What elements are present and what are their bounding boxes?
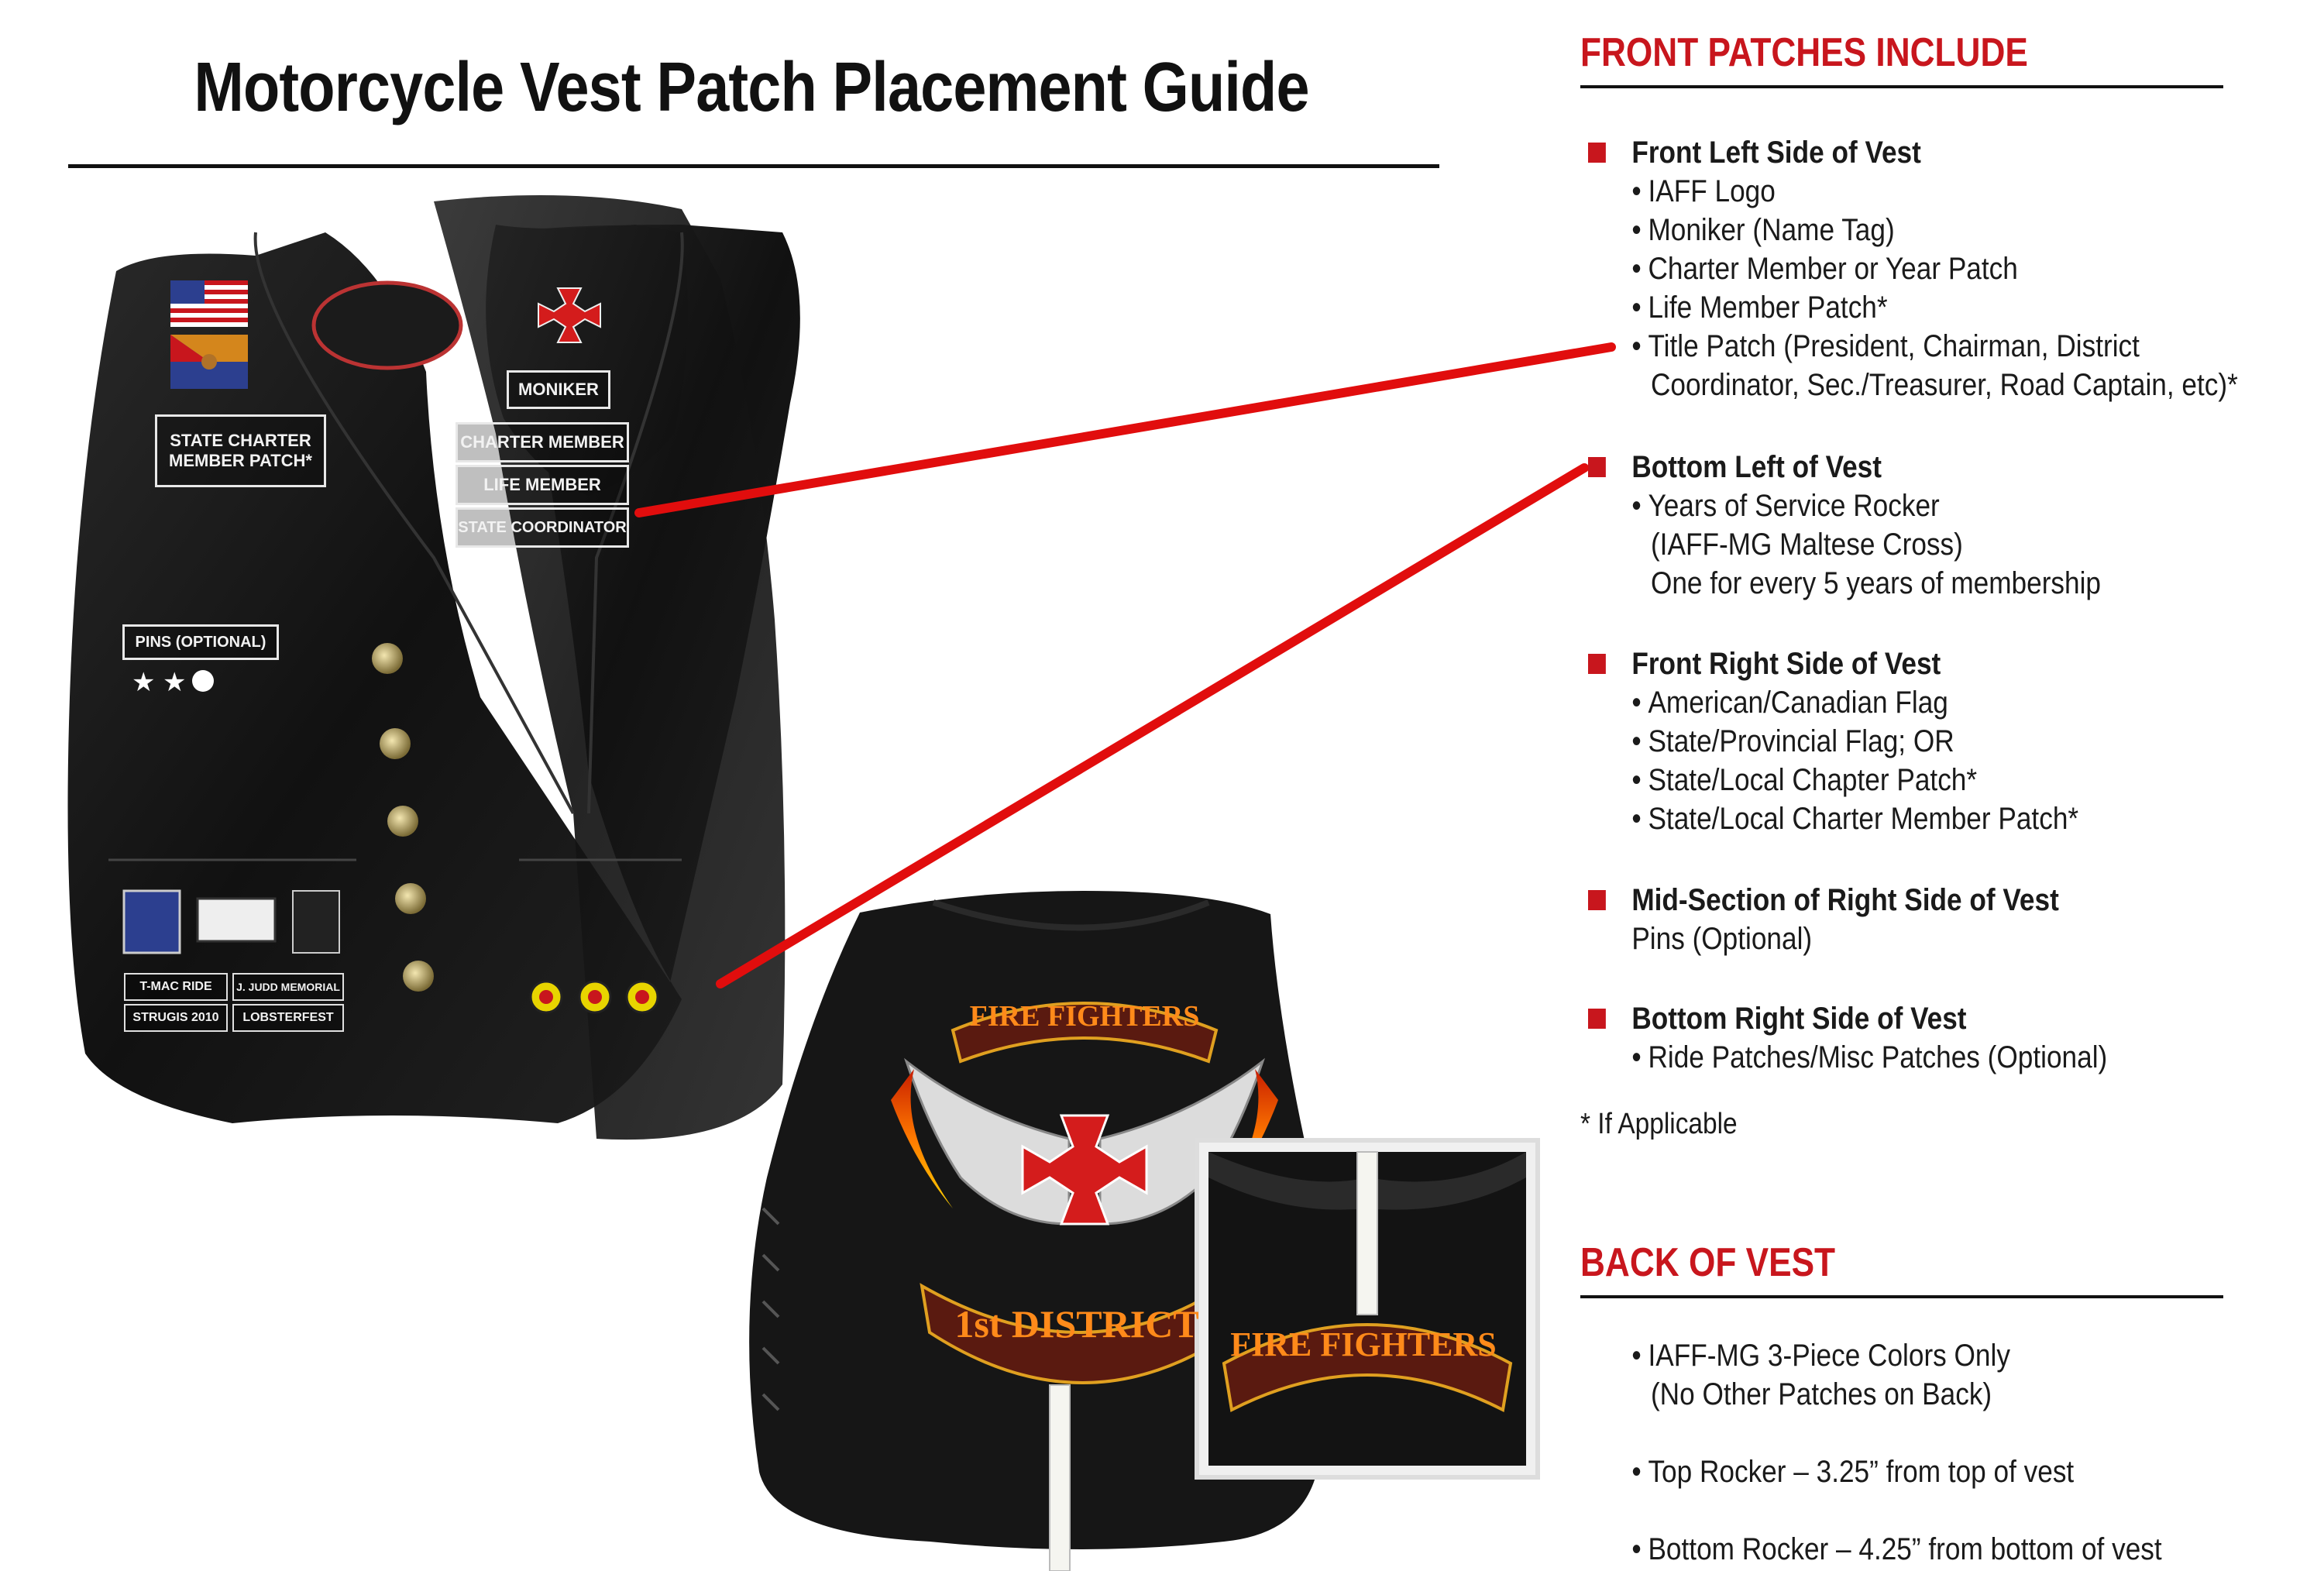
vest-button	[387, 806, 418, 837]
connector-line-bottom-left	[716, 463, 1589, 988]
vest-button	[380, 728, 411, 759]
neck-oval-patch	[311, 280, 463, 370]
state-coordinator-label: STATE COORDINATOR	[456, 507, 629, 548]
flagstaff-patch	[122, 889, 181, 954]
front-left-group: Front Left Side of Vest IAFF Logo Monike…	[1588, 133, 2324, 404]
list-item: Bottom Rocker – 4.25” from bottom of ves…	[1588, 1530, 2161, 1569]
vest-button	[372, 643, 403, 674]
state-flag-icon	[170, 335, 248, 389]
list-item: Top Rocker – 3.25” from top of vest	[1588, 1452, 2162, 1491]
back-vest	[749, 891, 1323, 1571]
pow-patch	[292, 890, 340, 954]
connector-line-title-patch	[634, 342, 1616, 517]
mid-right-group: Mid-Section of Right Side of Vest Pins (…	[1588, 881, 2123, 958]
charter-member-label: CHARTER MEMBER	[456, 422, 629, 462]
list-item: Title Patch (President, Chairman, Distri…	[1588, 327, 2238, 366]
inset-photo	[1195, 1138, 1540, 1480]
back-list: IAFF-MG 3-Piece Colors Only (No Other Pa…	[1588, 1336, 2240, 1569]
ride-patch-label: T-MAC RIDE	[124, 973, 228, 1001]
list-item-continuation: (No Other Patches on Back)	[1650, 1377, 1992, 1411]
list-item-continuation: One for every 5 years of membership	[1650, 566, 2102, 600]
group-heading: Front Left Side of Vest	[1588, 133, 2238, 172]
group-heading: Front Right Side of Vest	[1588, 645, 2078, 683]
list-item: American/Canadian Flag	[1588, 683, 2078, 722]
star-icon: ★	[132, 667, 155, 698]
ride-patch-label: LOBSTERFEST	[232, 1004, 344, 1032]
back-heading-rule	[1580, 1295, 2223, 1298]
state-charter-label: STATE CHARTER MEMBER PATCH*	[155, 414, 326, 487]
list-item: Years of Service Rocker	[1588, 486, 2101, 525]
list-item: State/Local Charter Member Patch*	[1588, 799, 2078, 838]
inset-rocker-text: FIRE FIGHTERS	[1230, 1325, 1497, 1363]
years-of-service-patches	[529, 980, 659, 1014]
group-heading: Bottom Right Side of Vest	[1588, 999, 2107, 1038]
square-bullet-icon	[1588, 654, 1606, 674]
front-vest: ★ ★	[67, 195, 800, 1140]
square-bullet-icon	[1588, 457, 1606, 477]
footnote: * If Applicable	[1580, 1108, 1738, 1140]
back-top-rocker-text: FIRE FIGHTERS	[969, 1000, 1200, 1033]
square-bullet-icon	[1588, 143, 1606, 163]
front-right-group: Front Right Side of Vest American/Canadi…	[1588, 645, 2145, 838]
list-item: Moniker (Name Tag)	[1588, 211, 2238, 249]
star-icon: ★	[163, 667, 186, 698]
title-divider	[68, 164, 1439, 168]
square-bullet-icon	[1588, 1009, 1606, 1029]
back-of-vest-heading: BACK OF VEST	[1580, 1240, 1836, 1285]
bottom-right-group: Bottom Right Side of Vest Ride Patches/M…	[1588, 999, 2178, 1077]
bottom-left-group: Bottom Left of Vest Years of Service Roc…	[1588, 448, 2171, 603]
circle-pin-icon	[192, 670, 214, 692]
list-item: Pins (Optional)	[1631, 922, 1813, 956]
list-item: Life Member Patch*	[1588, 288, 2238, 327]
pins-label: PINS (OPTIONAL)	[122, 624, 279, 660]
list-item-continuation: Coordinator, Sec./Treasurer, Road Captai…	[1650, 368, 2238, 402]
group-heading: Mid-Section of Right Side of Vest	[1588, 881, 2059, 920]
list-item-continuation: (IAFF-MG Maltese Cross)	[1650, 528, 1963, 562]
vest-button	[403, 961, 434, 992]
group-heading: Bottom Left of Vest	[1588, 448, 2101, 486]
list-item: Charter Member or Year Patch	[1588, 249, 2238, 288]
list-item: IAFF Logo	[1588, 172, 2238, 211]
vest-button	[395, 883, 426, 914]
list-item: State/Local Chapter Patch*	[1588, 761, 2078, 799]
front-patches-heading: FRONT PATCHES INCLUDE	[1580, 30, 2028, 75]
maltese-cross-icon	[1021, 1114, 1148, 1226]
square-bullet-icon	[1588, 890, 1606, 910]
list-item: IAFF-MG 3-Piece Colors Only	[1588, 1336, 2162, 1375]
flag-icon	[170, 280, 248, 327]
life-member-label: LIFE MEMBER	[456, 465, 629, 505]
maltese-cross-icon	[538, 287, 601, 343]
page-title: Motorcycle Vest Patch Placement Guide	[194, 49, 1309, 126]
ride-patch-label: STRUGIS 2010	[124, 1004, 228, 1032]
list-item: State/Provincial Flag; OR	[1588, 722, 2078, 761]
nine11-patch	[196, 897, 277, 943]
list-item: Ride Patches/Misc Patches (Optional)	[1588, 1038, 2107, 1077]
front-heading-rule	[1580, 85, 2223, 88]
moniker-label: MONIKER	[507, 370, 610, 409]
back-bottom-rocker-text: 1st DISTRICT	[954, 1302, 1199, 1346]
ride-patch-label: J. JUDD MEMORIAL	[232, 973, 344, 1001]
